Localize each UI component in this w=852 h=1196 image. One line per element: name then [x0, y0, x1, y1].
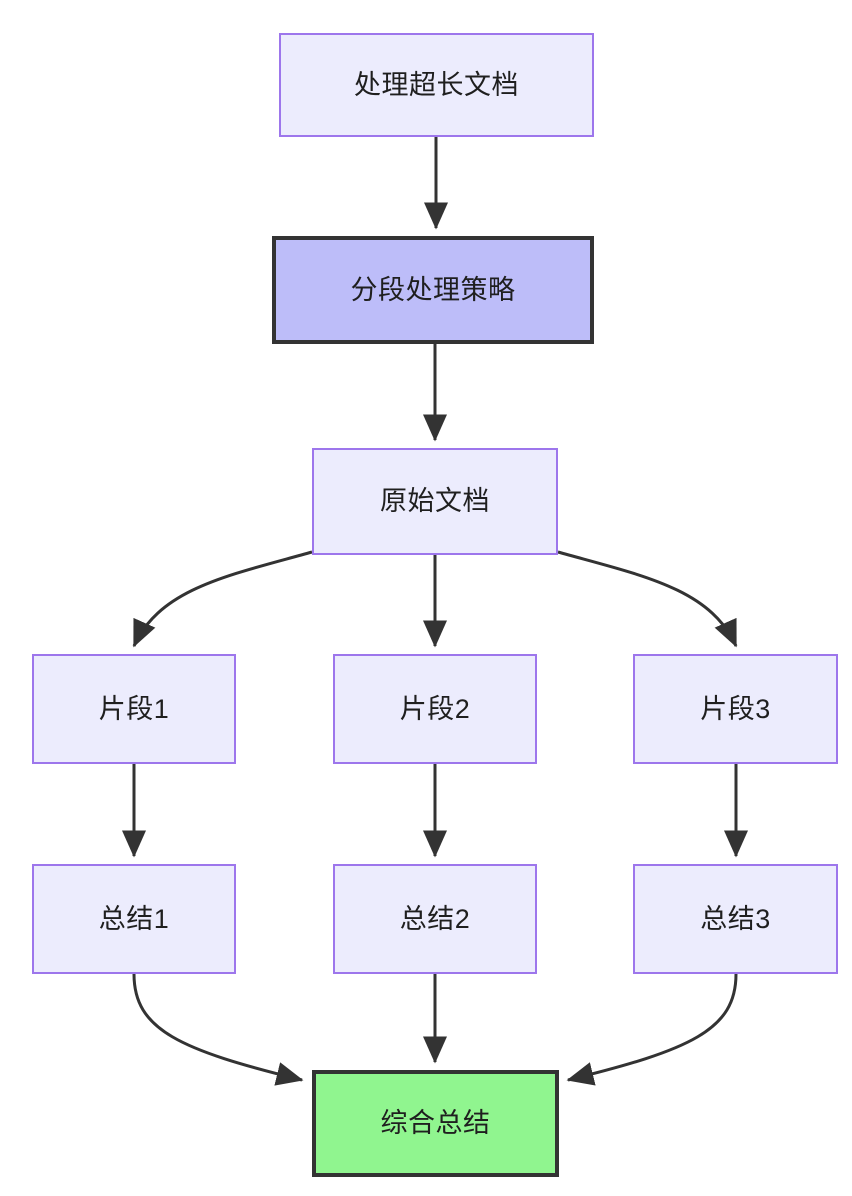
node-final-summary[interactable]: 综合总结	[312, 1070, 559, 1177]
edge-source-to-frag1	[132, 550, 313, 648]
node-chunking-strategy[interactable]: 分段处理策略	[272, 236, 594, 344]
edge-sum1-to-final	[132, 973, 304, 1086]
edge-source-to-frag3	[557, 550, 738, 648]
node-fragment-3[interactable]: 片段3	[633, 654, 838, 764]
node-fragment-1[interactable]: 片段1	[32, 654, 236, 764]
node-fragment-2[interactable]: 片段2	[333, 654, 537, 764]
node-source-document[interactable]: 原始文档	[312, 448, 558, 555]
node-summary-3[interactable]: 总结3	[633, 864, 838, 974]
node-summary-1[interactable]: 总结1	[32, 864, 236, 974]
edge-sum3-to-final	[566, 973, 738, 1086]
node-summary-2[interactable]: 总结2	[333, 864, 537, 974]
node-process-long-document[interactable]: 处理超长文档	[279, 33, 594, 137]
